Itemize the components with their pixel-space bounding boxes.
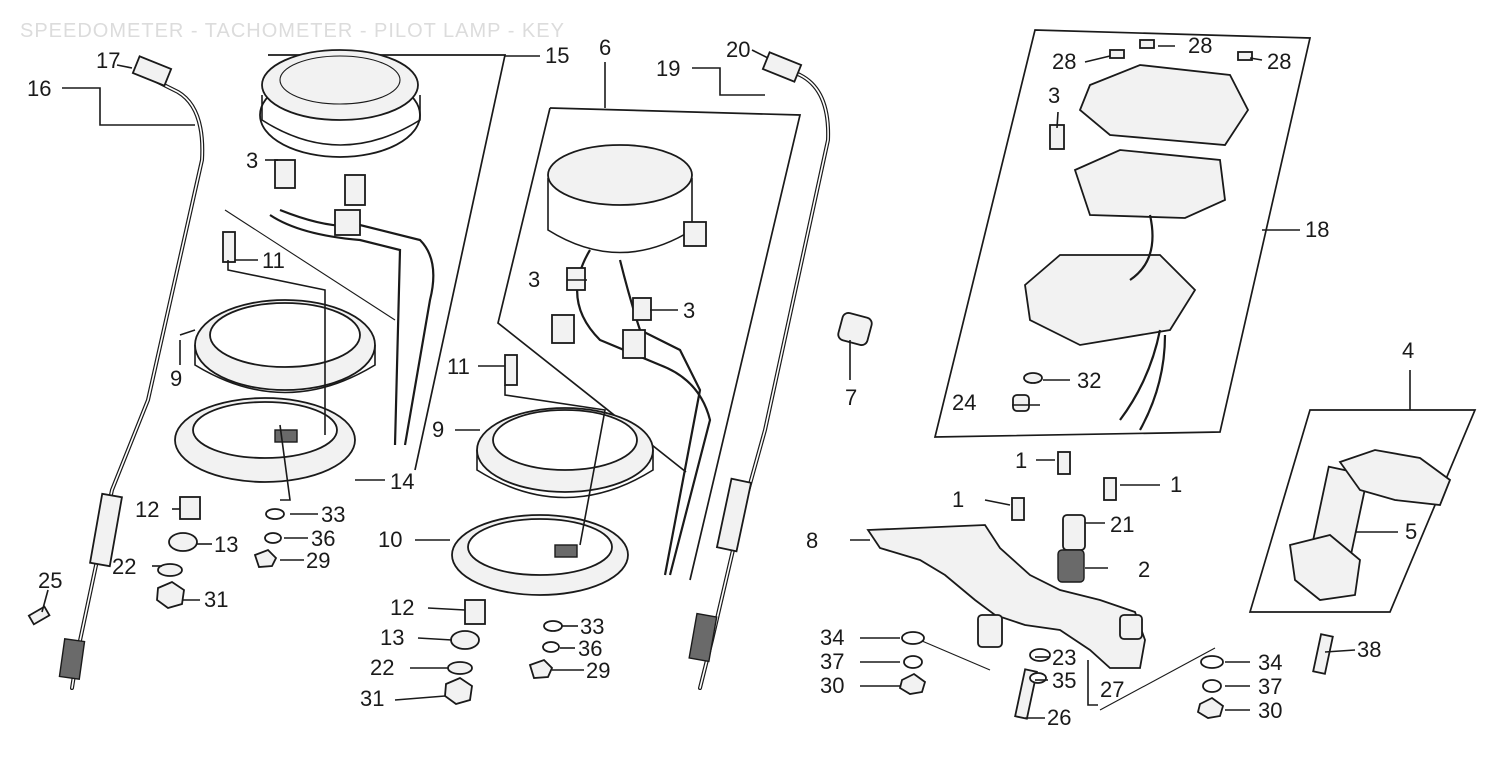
callout-4: 4 [1402,338,1414,363]
callout-38: 38 [1357,637,1381,662]
callout-18: 18 [1305,217,1329,242]
callout-3-speedo-right: 3 [683,298,695,323]
bulb-7 [837,312,873,346]
callout-30-left: 30 [820,673,844,698]
callout-5: 5 [1405,519,1417,544]
callout-29-tacho: 29 [306,548,330,573]
key-switch [1288,449,1452,601]
callout-12-tacho: 12 [135,497,159,522]
bracket-fasteners [898,451,1334,720]
callout-labels: 16 17 15 6 19 20 28 28 28 3 3 18 11 3 3 … [27,33,1417,730]
callout-26: 26 [1047,705,1071,730]
callout-33-speedo: 33 [580,614,604,639]
callout-19: 19 [656,56,680,81]
pilot-lamp-housing [1012,39,1253,431]
callout-3-speedo-left: 3 [528,267,540,292]
callout-35: 35 [1052,668,1076,693]
diagram-title: SPEEDOMETER - TACHOMETER - PILOT LAMP - … [20,20,565,42]
callout-11-tacho: 11 [262,248,285,273]
callout-36-speedo: 36 [578,636,602,661]
callout-37-right: 37 [1258,674,1282,699]
tachometer-cable [688,51,831,690]
callout-31-speedo: 31 [360,686,384,711]
callout-1-top: 1 [1015,448,1027,473]
speedometer-cable [58,55,205,690]
pilot-lamp-box [933,29,1312,438]
callout-22-tacho: 22 [112,554,136,579]
key-switch-box [1248,409,1477,613]
callout-17: 17 [96,48,120,73]
callout-1-right: 1 [1170,472,1182,497]
callout-1-left: 1 [952,487,964,512]
callout-6: 6 [599,35,611,60]
callout-7: 7 [845,385,857,410]
callout-37-left: 37 [820,649,844,674]
callout-34-left: 34 [820,625,844,650]
callout-13-speedo: 13 [380,625,404,650]
callout-20: 20 [726,37,750,62]
callout-9-speedo: 9 [432,417,444,442]
callout-29-speedo: 29 [586,658,610,683]
center-fasteners [444,354,563,705]
callout-3-tacho: 3 [246,148,258,173]
callout-25: 25 [38,568,62,593]
callout-30-right: 30 [1258,698,1282,723]
callout-13-tacho: 13 [214,532,238,557]
callout-28-b: 28 [1188,33,1212,58]
callout-12-speedo: 12 [390,595,414,620]
tachometer-case-9 [194,299,376,394]
callout-22-speedo: 22 [370,655,394,680]
callout-8: 8 [806,528,818,553]
leader-lines [41,45,1411,719]
callout-31-tacho: 31 [204,587,228,612]
callout-33-tacho: 33 [321,502,345,527]
callout-32: 32 [1077,368,1101,393]
instrument-bracket [866,524,1216,711]
callout-10: 10 [378,527,402,552]
callout-16: 16 [27,76,51,101]
callout-24: 24 [952,390,976,415]
left-fasteners [27,231,285,626]
callout-28-c: 28 [1267,49,1291,74]
callout-28-a: 28 [1052,49,1076,74]
callout-3-pilot: 3 [1048,83,1060,108]
callout-15: 15 [545,43,569,68]
tachometer-meter [259,49,435,446]
callout-27: 27 [1100,677,1124,702]
callout-14: 14 [390,469,414,494]
callout-2: 2 [1138,557,1150,582]
speedometer-case-9 [476,407,654,499]
callout-21: 21 [1110,512,1134,537]
callout-9-tacho: 9 [170,366,182,391]
speedometer-meter [547,144,712,576]
callout-34-right: 34 [1258,650,1282,675]
tachometer-case-14 [174,397,356,483]
speedometer-case-10 [451,514,629,596]
callout-36-tacho: 36 [311,526,335,551]
callout-23: 23 [1052,645,1076,670]
callout-11-speedo: 11 [447,354,470,379]
